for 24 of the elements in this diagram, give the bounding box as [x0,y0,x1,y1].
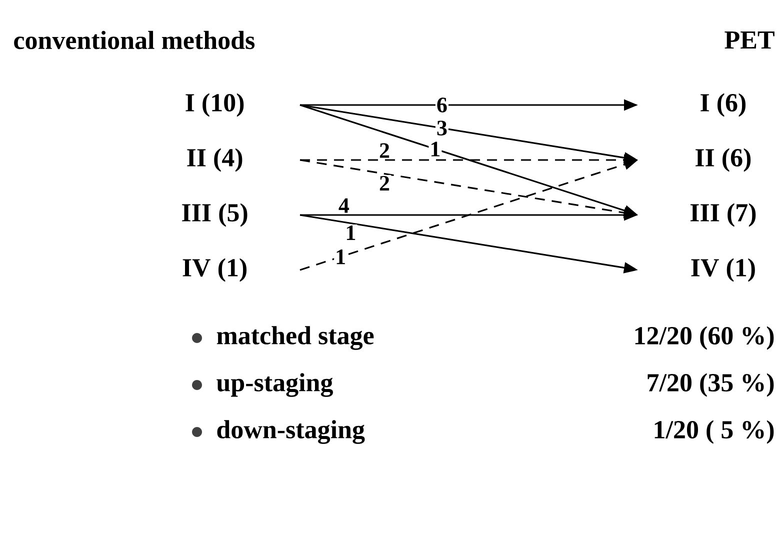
result-label: down-staging [217,420,365,444]
result-label: matched stage [216,326,374,350]
stage-label: III (5) [182,203,248,227]
column-heading: PET [724,31,774,49]
edge-label: 1 [344,224,358,241]
stage-label: II (6) [696,148,751,172]
result-value: 1/20 ( 5 %) [654,420,774,444]
result-value: 7/20 (35 %) [648,373,774,397]
stage-label: III (7) [690,203,756,227]
edge-label: 6 [435,96,448,114]
stage-label: II (4) [187,148,242,172]
stage-label: I (6) [700,93,746,117]
stage-label: IV (1) [182,258,246,282]
edge-label: 3 [435,120,448,136]
edge-label: 2 [378,142,391,159]
result-value: 12/20 (60 %) [635,326,774,350]
stage-label: IV (1) [691,258,755,282]
result-label: up-staging [216,373,333,397]
edge-label: 2 [378,174,391,192]
edge-label: 4 [337,197,350,214]
stage-label: I (10) [186,93,244,117]
edge-label: 1 [428,140,442,158]
column-heading: conventional methods [14,30,255,50]
edge-label: 1 [334,248,348,266]
